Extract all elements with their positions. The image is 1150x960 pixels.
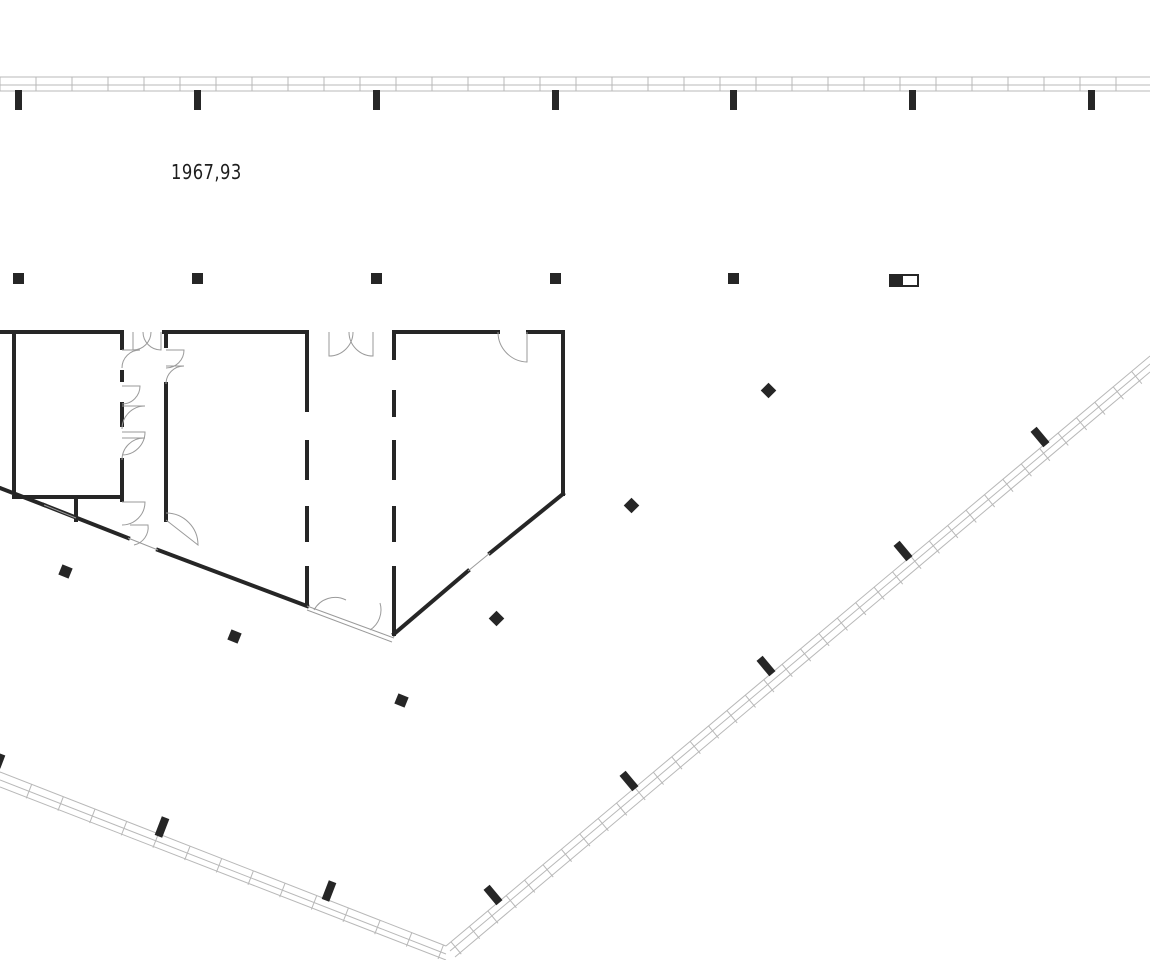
glazing-mullion <box>928 540 940 554</box>
glazing-mullion <box>524 879 536 893</box>
glazing-mullion <box>279 883 286 898</box>
glazing-mullion <box>152 833 159 848</box>
glazing-mullion <box>910 556 922 570</box>
glazing-mullion <box>744 694 756 708</box>
area-label: 1967,93 <box>171 160 242 184</box>
door-swings <box>43 331 528 643</box>
glazing-mullion <box>671 756 683 770</box>
glazing-mullion <box>947 525 959 539</box>
glazing-mullion <box>310 895 318 910</box>
glazing-mullion <box>1020 463 1032 477</box>
top-curtain-wall <box>0 76 1150 92</box>
glazing-mullion <box>818 633 830 647</box>
core-walls <box>0 330 566 637</box>
glazing-mullion <box>450 941 462 955</box>
glazing-mullion <box>634 787 646 801</box>
glazing-mullion <box>469 926 481 940</box>
glazing-mullion <box>560 848 573 862</box>
glazing-mullion <box>120 821 128 836</box>
glazing-mullion <box>57 796 64 811</box>
glazing-mullion <box>616 802 628 816</box>
glazing-mullion <box>1039 448 1051 462</box>
glazing-mullion <box>1002 479 1014 492</box>
glazing-mullion <box>1094 401 1106 415</box>
facade-columns-diagonal <box>483 426 1050 906</box>
glazing-mullion <box>1112 386 1124 400</box>
glazing-mullion <box>781 663 793 677</box>
glazing-mullion <box>247 870 254 885</box>
glazing-mullion <box>487 910 499 924</box>
glazing-mullion <box>184 845 191 861</box>
glazing-mullion <box>708 725 720 739</box>
glazing-mullion <box>597 818 609 832</box>
glazing-mullion <box>25 784 33 799</box>
glazing-mullion <box>374 920 381 935</box>
glazing-mullion <box>542 864 554 878</box>
glazing-mullion <box>726 710 738 724</box>
glazing-mullion <box>342 907 349 923</box>
glazing-mullion <box>892 571 904 585</box>
interior-columns <box>13 273 919 708</box>
glazing-mullion <box>437 944 444 960</box>
glazing-mullion <box>855 602 867 616</box>
glazing-mullion <box>873 586 885 600</box>
bottom-left-curtain-wall <box>0 771 447 960</box>
glazing-mullion <box>1076 417 1088 431</box>
glazing-mullion <box>1131 371 1143 385</box>
glazing-mullion <box>689 741 701 755</box>
glazing-mullion <box>652 771 664 785</box>
glazing-mullion <box>965 509 977 523</box>
glazing-mullion <box>763 679 775 693</box>
glazing-mullion <box>579 833 591 847</box>
glazing-mullion <box>1057 432 1069 446</box>
glazing-mullion <box>405 932 413 947</box>
facade-columns-bottom-left <box>0 753 337 902</box>
facade-columns-top <box>15 90 1095 110</box>
glazing-mullion <box>800 648 812 662</box>
glazing-mullion <box>215 858 223 873</box>
glazing-mullion <box>505 895 517 909</box>
diagonal-curtain-wall <box>445 355 1150 958</box>
glazing-mullion <box>89 808 96 824</box>
glazing-mullion <box>836 617 848 631</box>
glazing-mullion <box>984 494 996 508</box>
